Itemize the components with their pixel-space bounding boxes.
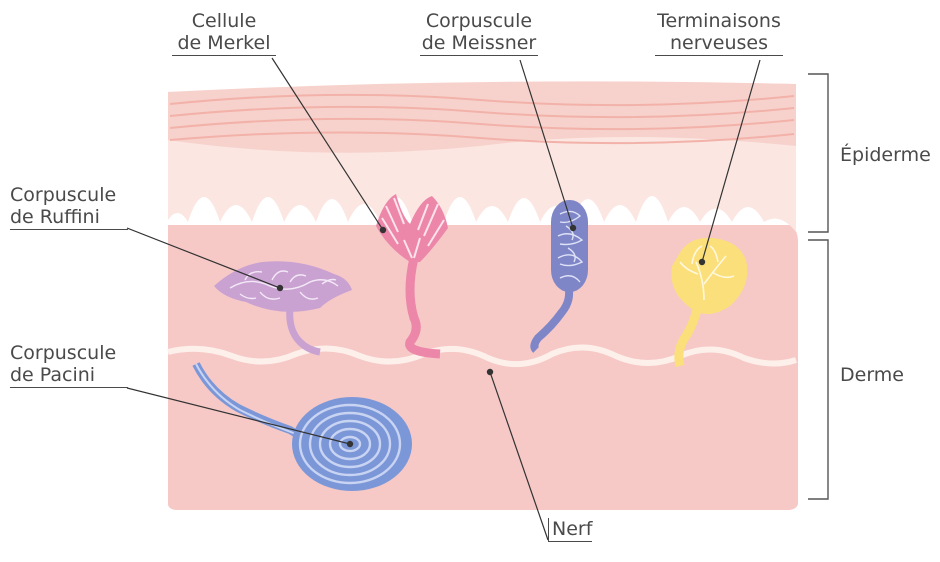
- label-terminaisons-line1: Terminaisons: [655, 10, 783, 32]
- label-merkel-line2: de Merkel: [172, 32, 276, 56]
- label-terminaisons-line2: nerveuses: [655, 32, 783, 56]
- label-pacini-line1: Corpuscule: [10, 342, 128, 364]
- label-meissner-line2: de Meissner: [420, 32, 538, 56]
- label-corpuscule-de-pacini: Corpuscule de Pacini: [10, 342, 128, 388]
- brackets: [808, 74, 828, 499]
- label-epiderme: Épiderme: [840, 144, 931, 166]
- bracket-epiderme: [808, 74, 828, 232]
- label-corpuscule-de-ruffini: Corpuscule de Ruffini: [10, 184, 128, 230]
- label-ruffini-line2: de Ruffini: [10, 206, 128, 230]
- label-corpuscule-de-meissner: Corpuscule de Meissner: [420, 10, 538, 56]
- label-cellule-de-merkel: Cellule de Merkel: [172, 10, 276, 56]
- label-nerf-text: Nerf: [548, 518, 592, 542]
- label-meissner-line1: Corpuscule: [420, 10, 538, 32]
- label-merkel-line1: Cellule: [172, 10, 276, 32]
- label-derme: Derme: [840, 364, 904, 386]
- label-terminaisons-nerveuses: Terminaisons nerveuses: [655, 10, 783, 56]
- bracket-derme: [808, 240, 828, 499]
- label-nerf: Nerf: [548, 518, 592, 542]
- label-epiderme-text: Épiderme: [840, 144, 931, 166]
- label-pacini-line2: de Pacini: [10, 364, 128, 388]
- label-ruffini-line1: Corpuscule: [10, 184, 128, 206]
- label-derme-text: Derme: [840, 364, 904, 386]
